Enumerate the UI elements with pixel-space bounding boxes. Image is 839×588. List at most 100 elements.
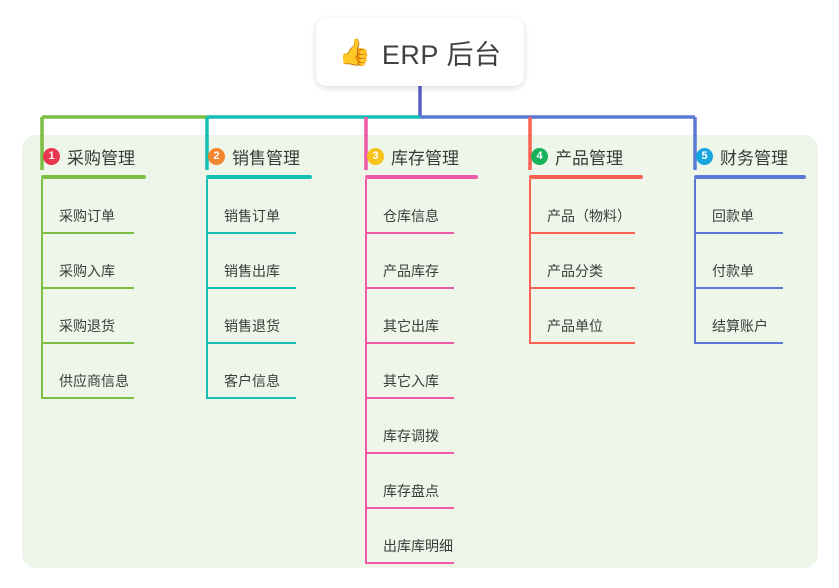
list-item[interactable]: 产品（物料）	[529, 179, 643, 234]
item-underline	[529, 342, 635, 344]
item-underline	[529, 232, 635, 234]
list-item[interactable]: 采购退货	[41, 289, 146, 344]
column-items: 产品（物料） 产品分类产品单位	[529, 179, 643, 344]
item-label: 产品（物料）	[547, 208, 631, 224]
item-label: 产品单位	[547, 318, 603, 334]
list-item[interactable]: 供应商信息	[41, 344, 146, 399]
column-title: 库存管理	[391, 148, 459, 168]
column-items: 采购订单采购入库采购退货供应商信息	[41, 179, 146, 399]
item-label: 客户信息	[224, 373, 280, 389]
column-header-rule	[529, 175, 643, 179]
item-stem	[365, 179, 367, 234]
item-underline	[41, 287, 134, 289]
item-stem	[529, 234, 531, 289]
item-label: 其它入库	[383, 373, 439, 389]
item-label: 产品库存	[383, 263, 439, 279]
item-underline	[365, 562, 454, 564]
item-stem	[694, 289, 696, 344]
column-badge-icon: 1	[43, 147, 60, 165]
item-stem	[365, 344, 367, 399]
column-header-1[interactable]: 1 采购管理	[41, 144, 146, 168]
item-label: 销售订单	[224, 208, 280, 224]
item-stem	[529, 179, 531, 234]
list-item[interactable]: 库存盘点	[365, 454, 478, 509]
item-label: 库存调拨	[383, 428, 439, 444]
column-title: 产品管理	[555, 148, 623, 168]
item-underline	[206, 232, 296, 234]
item-label: 采购退货	[59, 318, 115, 334]
list-item[interactable]: 其它出库	[365, 289, 478, 344]
item-label: 出库库明细	[383, 538, 453, 554]
list-item[interactable]: 仓库信息	[365, 179, 478, 234]
column-items: 回款单付款单结算账户	[694, 179, 806, 344]
column-title: 财务管理	[720, 148, 788, 168]
item-stem	[41, 234, 43, 289]
list-item[interactable]: 付款单	[694, 234, 806, 289]
item-underline	[206, 397, 296, 399]
item-underline	[41, 342, 134, 344]
item-underline	[365, 507, 454, 509]
list-item[interactable]: 产品库存	[365, 234, 478, 289]
item-label: 回款单	[712, 208, 754, 224]
item-underline	[41, 232, 134, 234]
list-item[interactable]: 销售退货	[206, 289, 312, 344]
column-header-5[interactable]: 5 财务管理	[694, 144, 806, 168]
column-items: 仓库信息产品库存其它出库其它入库库存调拨库存盘点出库库明细	[365, 179, 478, 564]
item-label: 供应商信息	[59, 373, 129, 389]
item-stem	[365, 399, 367, 454]
root-title-card[interactable]: 👍 ERP 后台	[316, 18, 524, 86]
item-label: 结算账户	[712, 318, 768, 334]
item-underline	[694, 232, 783, 234]
item-label: 其它出库	[383, 318, 439, 334]
diagram-panel	[22, 135, 818, 568]
item-stem	[365, 289, 367, 344]
item-underline	[206, 287, 296, 289]
list-item[interactable]: 其它入库	[365, 344, 478, 399]
item-stem	[41, 289, 43, 344]
column-header-rule	[694, 175, 806, 179]
item-label: 销售出库	[224, 263, 280, 279]
list-item[interactable]: 产品分类	[529, 234, 643, 289]
list-item[interactable]: 销售订单	[206, 179, 312, 234]
list-item[interactable]: 客户信息	[206, 344, 312, 399]
column-badge-icon: 5	[696, 147, 713, 165]
list-item[interactable]: 产品单位	[529, 289, 643, 344]
column-财务管理: 5 财务管理回款单付款单结算账户	[694, 144, 806, 344]
item-stem	[206, 179, 208, 234]
item-stem	[694, 179, 696, 234]
list-item[interactable]: 采购入库	[41, 234, 146, 289]
item-label: 仓库信息	[383, 208, 439, 224]
column-title: 销售管理	[232, 148, 300, 168]
item-label: 采购入库	[59, 263, 115, 279]
item-label: 产品分类	[547, 263, 603, 279]
item-stem	[694, 234, 696, 289]
item-stem	[365, 454, 367, 509]
item-stem	[41, 344, 43, 399]
column-header-rule	[365, 175, 478, 179]
column-title: 采购管理	[67, 148, 135, 168]
item-stem	[365, 509, 367, 564]
item-label: 销售退货	[224, 318, 280, 334]
list-item[interactable]: 采购订单	[41, 179, 146, 234]
item-underline	[529, 287, 635, 289]
item-label: 库存盘点	[383, 483, 439, 499]
list-item[interactable]: 库存调拨	[365, 399, 478, 454]
item-underline	[365, 397, 454, 399]
item-stem	[206, 344, 208, 399]
item-stem	[529, 289, 531, 344]
item-underline	[694, 287, 783, 289]
root-title: ERP 后台	[381, 39, 502, 70]
list-item[interactable]: 出库库明细	[365, 509, 478, 564]
item-stem	[206, 234, 208, 289]
list-item[interactable]: 销售出库	[206, 234, 312, 289]
list-item[interactable]: 回款单	[694, 179, 806, 234]
item-stem	[365, 234, 367, 289]
list-item[interactable]: 结算账户	[694, 289, 806, 344]
item-underline	[365, 287, 454, 289]
